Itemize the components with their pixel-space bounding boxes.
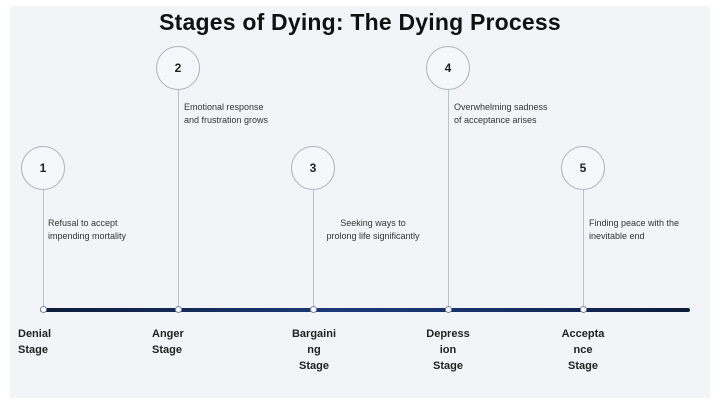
stage-2-description: Emotional response and frustration grows	[184, 102, 269, 125]
stage-1-description: Refusal to accept impending mortality	[48, 218, 127, 241]
stage-4-label: Depress ion Stage	[426, 328, 470, 372]
stage-3-node	[310, 306, 317, 313]
stage-3-number: 3	[309, 161, 317, 175]
slide-background	[10, 6, 710, 398]
stage-3-stem	[313, 190, 314, 308]
stage-2-label: Anger Stage	[152, 328, 184, 356]
stage-3-label: Bargaini ng Stage	[291, 328, 336, 372]
stage-1-node	[40, 306, 47, 313]
stage-5-number: 5	[579, 161, 587, 175]
stage-3-circle: 3	[291, 146, 335, 190]
stage-4-circle: 4	[426, 46, 470, 90]
stage-3-description: Seeking ways to prolong life significant…	[326, 218, 420, 241]
stage-5-description: Finding peace with the inevitable end	[589, 218, 680, 241]
stage-2-number: 2	[174, 61, 182, 75]
stage-5-stem	[583, 190, 584, 308]
page-title: Stages of Dying: The Dying Process	[159, 9, 561, 35]
stage-4-number: 4	[444, 61, 452, 75]
stage-4-description: Overwhelming sadness of acceptance arise…	[454, 102, 548, 125]
stage-4-node	[445, 306, 452, 313]
stage-4-stem	[448, 90, 449, 308]
stage-1-circle: 1	[21, 146, 65, 190]
stage-5-circle: 5	[561, 146, 605, 190]
timeline-bar	[40, 308, 690, 312]
stage-5-node	[580, 306, 587, 313]
stage-1-stem	[43, 190, 44, 308]
stage-2-circle: 2	[156, 46, 200, 90]
stage-2-node	[175, 306, 182, 313]
stage-1-number: 1	[39, 161, 47, 175]
stage-2-stem	[178, 90, 179, 308]
stage-5-label: Accepta nce Stage	[561, 328, 605, 372]
stage-1-label: Denial Stage	[18, 328, 52, 356]
